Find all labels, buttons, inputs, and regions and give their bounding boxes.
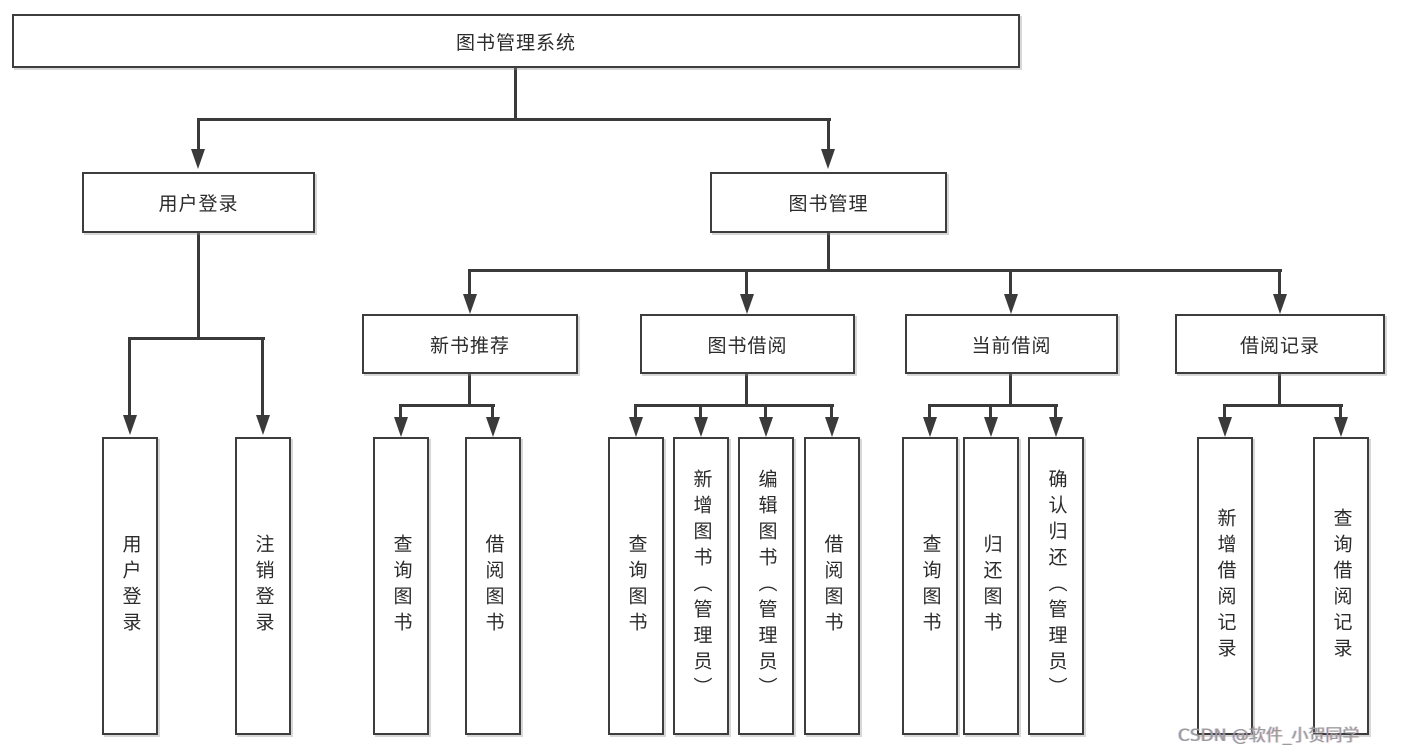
arrow-down-icon [923,417,937,437]
leaf-query-books-borrowing-label: 查询图书 [625,534,648,638]
leaf-edit-books-admin: 编辑图书（管理员） [738,437,794,735]
leaf-query-books-recommend: 查询图书 [373,437,429,735]
node-current-borrowing: 当前借阅 [905,314,1118,374]
connector-shaft-new-book-recommend [468,269,471,296]
leaf-user-login: 用户登录 [102,437,158,735]
arrow-down-icon [740,294,754,314]
leaf-query-books-current-label: 查询图书 [919,534,942,638]
leaf-borrow-books-recommend: 借阅图书 [465,437,521,735]
node-new-book-recommend: 新书推荐 [362,314,578,374]
node-borrowing-records-label: 借阅记录 [1239,334,1320,357]
leaf-add-books-admin: 新增图书（管理员） [673,437,729,735]
leaf-return-books: 归还图书 [963,437,1019,735]
leaf-add-books-admin-label: 新增图书（管理员） [690,469,713,703]
arrow-down-icon [825,417,839,437]
arrow-down-icon [759,417,773,437]
leaf-return-books-label: 归还图书 [980,534,1003,638]
leaf-query-books-current: 查询图书 [902,437,958,735]
leaf-add-borrow-record: 新增借阅记录 [1197,437,1253,735]
connector-borrowing-records-stem [1278,374,1281,407]
node-borrowing-records: 借阅记录 [1175,314,1385,374]
connector-borrowing-records-hline [1223,404,1343,407]
node-root-label: 图书管理系统 [455,31,576,54]
node-root: 图书管理系统 [12,14,1020,68]
connector-current-borrowing-hline [928,404,1058,407]
arrow-down-icon [1334,417,1348,437]
leaf-borrow-books-borrowing: 借阅图书 [804,437,860,735]
leaf-confirm-return-admin: 确认归还（管理员） [1028,437,1084,735]
connector-new-book-recommend-hline [399,404,495,407]
node-user-login-label: 用户登录 [158,193,239,215]
node-user-login: 用户登录 [82,172,315,233]
arrow-down-icon [123,415,137,435]
connector-shaft-leaf [1223,404,1226,419]
connector-shaft-leaf [1339,404,1342,419]
connector-root-stem [514,68,517,120]
csdn-watermark: CSDN @软件_小贺同学 [1178,726,1360,746]
connector-shaft-leaf [491,404,494,419]
connector-user-login-hline [128,337,265,340]
node-current-borrowing-label: 当前借阅 [971,334,1052,357]
connector-level2-hline [468,269,1282,272]
arrow-down-icon [1218,417,1232,437]
arrow-down-icon [1273,294,1287,314]
arrow-down-icon [1049,417,1063,437]
connector-level1-hline [197,118,831,121]
node-book-management: 图书管理 [710,172,947,233]
connector-shaft-user-login [197,118,200,151]
connector-user-login-stem [197,233,200,340]
leaf-query-borrow-record: 查询借阅记录 [1313,437,1369,735]
arrow-down-icon [821,149,835,169]
leaf-borrow-books-recommend-label: 借阅图书 [482,534,505,638]
connector-book-management-stem [827,233,830,272]
connector-shaft-borrowing-records [1278,269,1281,296]
connector-book-borrowing-hline [634,404,834,407]
connector-shaft-user-login-leaf [128,337,131,417]
connector-new-book-recommend-stem [468,374,471,407]
connector-book-borrowing-stem [745,374,748,407]
arrow-down-icon [984,417,998,437]
arrow-down-icon [1004,294,1018,314]
connector-shaft-leaf [830,404,833,419]
leaf-query-books-recommend-label: 查询图书 [390,534,413,638]
connector-shaft-logout-leaf [261,337,264,417]
leaf-query-borrow-record-label: 查询借阅记录 [1330,508,1353,664]
leaf-confirm-return-admin-label: 确认归还（管理员） [1045,469,1068,703]
connector-shaft-current-borrowing [1009,269,1012,296]
arrow-down-icon [629,417,643,437]
connector-shaft-leaf [764,404,767,419]
connector-shaft-leaf [989,404,992,419]
connector-shaft-book-management [827,118,830,151]
node-book-borrowing: 图书借阅 [640,314,855,374]
leaf-logout: 注销登录 [235,437,291,735]
leaf-borrow-books-borrowing-label: 借阅图书 [821,534,844,638]
arrow-down-icon [486,417,500,437]
leaf-query-books-borrowing: 查询图书 [608,437,664,735]
leaf-user-login-label: 用户登录 [119,534,142,638]
connector-shaft-leaf [634,404,637,419]
leaf-add-borrow-record-label: 新增借阅记录 [1214,508,1237,664]
arrow-down-icon [694,417,708,437]
node-book-management-label: 图书管理 [788,193,869,215]
connector-shaft-leaf [1054,404,1057,419]
arrow-down-icon [191,149,205,169]
leaf-logout-label: 注销登录 [252,534,275,638]
connector-shaft-leaf [699,404,702,419]
connector-shaft-leaf [399,404,402,419]
arrow-down-icon [463,294,477,314]
node-new-book-recommend-label: 新书推荐 [429,334,510,357]
arrow-down-icon [256,415,270,435]
arrow-down-icon [394,417,408,437]
leaf-edit-books-admin-label: 编辑图书（管理员） [755,469,778,703]
connector-shaft-book-borrowing [745,269,748,296]
node-book-borrowing-label: 图书借阅 [707,334,788,357]
connector-current-borrowing-stem [1009,374,1012,407]
connector-shaft-leaf [928,404,931,419]
